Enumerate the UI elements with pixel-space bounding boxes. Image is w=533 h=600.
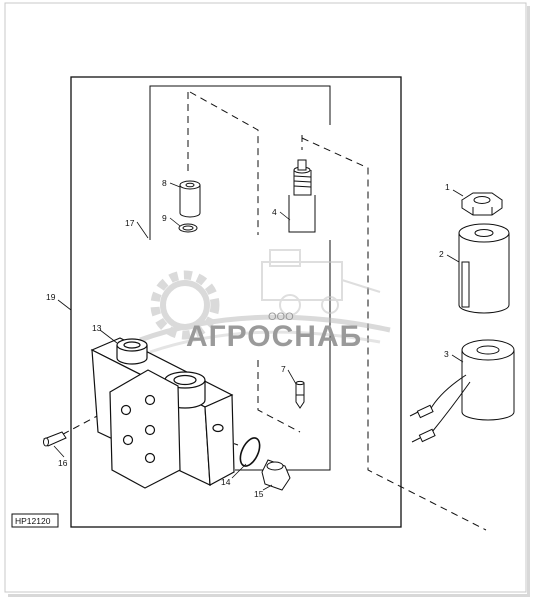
part-9-ring — [178, 223, 198, 233]
label-part-4: 4 — [272, 207, 277, 217]
part-14-o-ring — [239, 437, 261, 467]
watermark-large-text: АГРОСНАБ — [186, 320, 362, 353]
label-part-15: 15 — [254, 489, 264, 499]
label-part-19: 19 — [46, 292, 56, 302]
part-2-sleeve — [458, 223, 510, 314]
valve-body — [90, 337, 235, 489]
part-8-bushing — [179, 180, 201, 218]
label-part-7: 7 — [281, 364, 286, 374]
part-number-labels: 1 2 3 4 7 8 9 13 14 15 16 17 19 — [46, 178, 450, 499]
watermark-small-text: ООО — [268, 311, 294, 323]
label-part-3: 3 — [444, 349, 449, 359]
part-16-pin — [43, 431, 67, 447]
assembly-box — [70, 76, 402, 528]
label-part-13: 13 — [92, 323, 102, 333]
part-3-solenoid-coil — [409, 339, 515, 443]
figure-id-box: HP12120 — [11, 513, 59, 528]
part-15-plug — [261, 459, 291, 491]
part-7-pin — [295, 380, 305, 409]
label-part-14: 14 — [221, 477, 231, 487]
part-1-hex-nut — [461, 192, 503, 216]
page-frame — [4, 2, 530, 597]
label-part-1: 1 — [445, 182, 450, 192]
leader-lines — [53, 182, 464, 491]
watermark-logo — [139, 249, 391, 354]
part-4-valve-stem — [288, 159, 316, 233]
label-part-9: 9 — [162, 213, 167, 223]
figure-id: HP12120 — [15, 516, 51, 526]
label-part-17: 17 — [125, 218, 135, 228]
label-part-8: 8 — [162, 178, 167, 188]
label-part-2: 2 — [439, 249, 444, 259]
label-part-16: 16 — [58, 458, 68, 468]
